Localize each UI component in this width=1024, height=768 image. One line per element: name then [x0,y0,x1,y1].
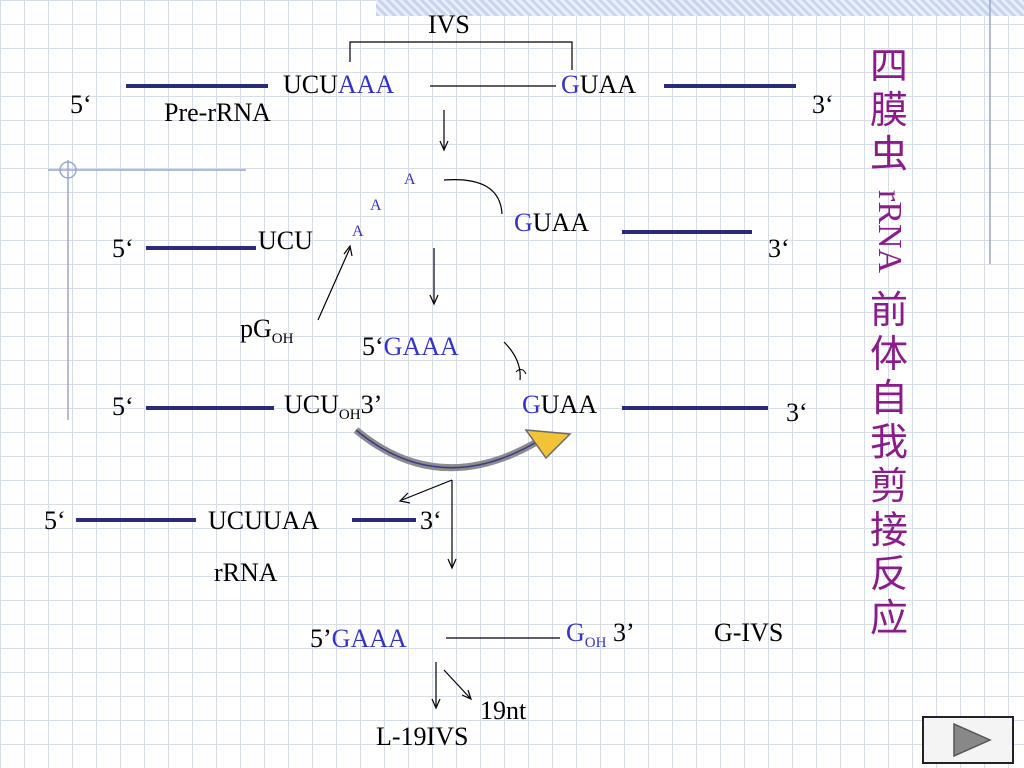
play-triangle-icon [953,722,992,758]
gaaa-curve [503,341,521,381]
next-slide-button[interactable] [922,716,1014,764]
ucuuaa-sequence: UCUUAA [208,506,320,535]
title-part2: rRNA [871,190,908,274]
nucleotide-a-1: A [404,171,416,188]
gaaa-intermediate: 5‘GAAA [362,332,459,361]
guide-circle [59,161,77,179]
five-prime-label-c: 5‘ [112,392,134,421]
three-prime-label-b: 3‘ [768,234,790,263]
arrow-to-rrna [401,479,453,501]
exon2-sequence: GUAA [561,70,637,99]
g-ivs-label: G-IVS [714,618,784,647]
three-prime-label-c: 3‘ [786,398,808,427]
ligation-arrow-head [524,429,572,460]
five-prime-label: 5‘ [70,90,92,119]
intron-curve [443,179,503,215]
l-19ivs-label: L-19IVS [376,722,469,751]
19nt-label: 19nt [480,696,527,725]
three-prime-label-d: 3‘ [420,506,442,535]
pre-rrna-label: Pre-rRNA [164,98,271,127]
nucleotide-a-2: A [370,197,382,214]
five-prime-label-b: 5‘ [112,234,134,263]
pg-attack-arrow [317,247,351,321]
exon2-sequence-b: GUAA [514,208,590,237]
gaaa-final: 5’GAAA [310,624,407,653]
exon1-sequence: UCUAAA [283,70,395,99]
three-prime-label: 3‘ [812,90,834,119]
ucu-oh-label: UCUOH3’ [284,390,383,423]
ivs-bracket [349,41,573,70]
slide-title-vertical: 四膜虫 rRNA 前体自我剪接反应 [866,44,912,640]
g-oh-label: GOH 3’ [566,618,635,651]
five-prime-label-d: 5‘ [44,506,66,535]
title-part1: 四膜虫 [869,44,908,176]
exon1-ucu: UCU [258,226,313,255]
header-pattern-bar [376,0,1024,16]
arrow-to-19nt [443,669,471,699]
rrna-label: rRNA [214,558,278,587]
exon2-sequence-c: GUAA [522,390,598,419]
ivs-label: IVS [428,10,470,39]
pg-oh-label: pGOH [240,314,294,347]
title-part3: 前体自我剪接反应 [869,288,908,640]
nucleotide-a-3: A [352,223,364,240]
